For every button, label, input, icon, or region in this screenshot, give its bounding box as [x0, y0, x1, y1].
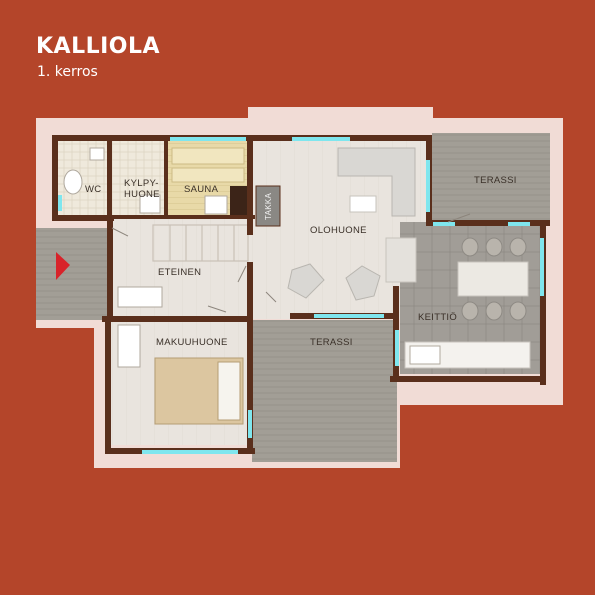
kitchen-sink	[409, 345, 441, 365]
tv-cabinet	[385, 237, 417, 283]
room-label-terrace-top: TERASSI	[474, 175, 517, 186]
armchair-icon	[345, 265, 381, 301]
room-label-wc: WC	[85, 184, 101, 195]
sofa-icon	[337, 147, 416, 217]
deck-top-right	[432, 133, 550, 221]
fireplace-icon	[230, 186, 250, 216]
wardrobe	[117, 324, 141, 368]
armchair-icon	[287, 263, 325, 299]
room-label-bathroom: KYLPY-	[124, 178, 159, 189]
plan-title: KALLIOLA	[36, 34, 161, 59]
hall-bench	[117, 286, 163, 308]
bed-pillow	[217, 361, 241, 421]
entrance-arrow-icon	[56, 252, 70, 280]
floor-subtitle: 1. kerros	[37, 64, 98, 80]
sauna-bench	[171, 147, 245, 165]
room-label-bathroom: HUONE	[124, 189, 160, 200]
toilet-icon	[63, 169, 83, 195]
room-label-terrace-middle: TERASSI	[310, 337, 353, 348]
shower-icon	[139, 194, 161, 214]
room-label-living: OLOHUONE	[310, 225, 367, 236]
sauna-stove-icon	[204, 195, 228, 215]
door-swings	[111, 213, 471, 313]
washbasin-icon	[89, 147, 105, 161]
dining-chairs	[461, 237, 527, 321]
deck-middle	[252, 320, 397, 462]
room-label-sauna: SAUNA	[184, 184, 219, 195]
room-label-fireplace: TAKKA	[264, 192, 273, 220]
staircase	[152, 224, 249, 262]
sauna-bench	[171, 167, 245, 183]
room-label-hall: ETEINEN	[158, 267, 201, 278]
room-label-kitchen: KEITTIÖ	[418, 312, 457, 323]
room-label-bedroom: MAKUUHUONE	[156, 337, 228, 348]
windows	[58, 137, 544, 454]
dining-table	[457, 261, 529, 297]
fireplace-box	[255, 185, 281, 227]
coffee-table	[349, 195, 377, 213]
deck-entrance	[36, 228, 110, 320]
